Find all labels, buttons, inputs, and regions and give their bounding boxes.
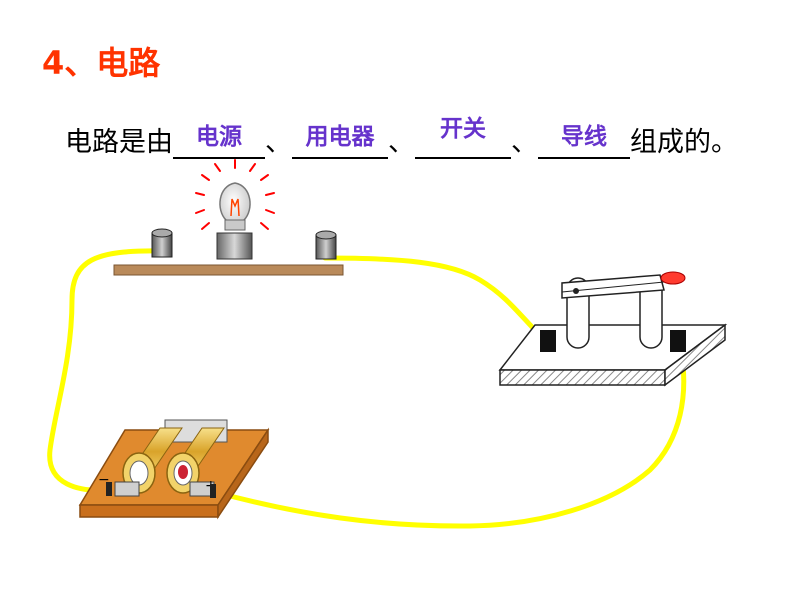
blank-4: 导线 <box>538 124 630 159</box>
battery-clip-left <box>114 481 140 497</box>
sentence-separator: 、 <box>511 127 538 158</box>
bulb-terminal-right <box>315 230 337 260</box>
wire-bulb-right-to-switch <box>322 255 548 343</box>
answer-2: 用电器 <box>305 124 375 150</box>
wire-switch-to-battery <box>212 342 687 529</box>
battery-terminal-minus <box>106 482 112 496</box>
sentence-suffix: 组成的。 <box>630 127 738 158</box>
blank-3: 开关 <box>415 116 511 159</box>
fill-in-sentence: 电路是由电源、用电器、开关、导线组成的。 <box>65 116 738 159</box>
blank-2: 用电器 <box>292 124 388 159</box>
answer-3: 开关 <box>440 116 486 142</box>
light-bulb-assembly <box>113 159 344 276</box>
switch-base-side <box>664 323 726 387</box>
switch-base-front <box>499 369 666 386</box>
switch-handle <box>660 271 686 285</box>
sentence-separator: 、 <box>388 127 415 158</box>
switch-terminal-left <box>540 330 556 352</box>
sentence-separator: 、 <box>265 127 292 158</box>
answer-4: 导线 <box>561 124 607 150</box>
bulb-socket <box>216 232 253 260</box>
battery-minus-label: − <box>98 472 110 488</box>
battery-board-front <box>79 504 219 518</box>
battery-terminal-plus <box>210 484 216 498</box>
knife-switch <box>498 271 728 387</box>
battery-pack: − + <box>78 419 270 520</box>
wire-bulb-left-to-battery <box>47 248 163 493</box>
wires <box>47 248 687 529</box>
page-title: 4、电路 <box>42 44 161 82</box>
switch-terminal-right <box>670 330 686 352</box>
light-bulb-icon <box>219 182 251 231</box>
bulb-terminal-left <box>151 228 173 258</box>
blank-1: 电源 <box>173 124 265 159</box>
bulb-glow-rays <box>195 159 275 230</box>
answer-1: 电源 <box>196 124 242 150</box>
sentence-prefix: 电路是由 <box>65 127 173 158</box>
bulb-board <box>113 264 344 276</box>
battery-cell-left <box>122 427 183 494</box>
battery-board-side <box>217 427 269 520</box>
